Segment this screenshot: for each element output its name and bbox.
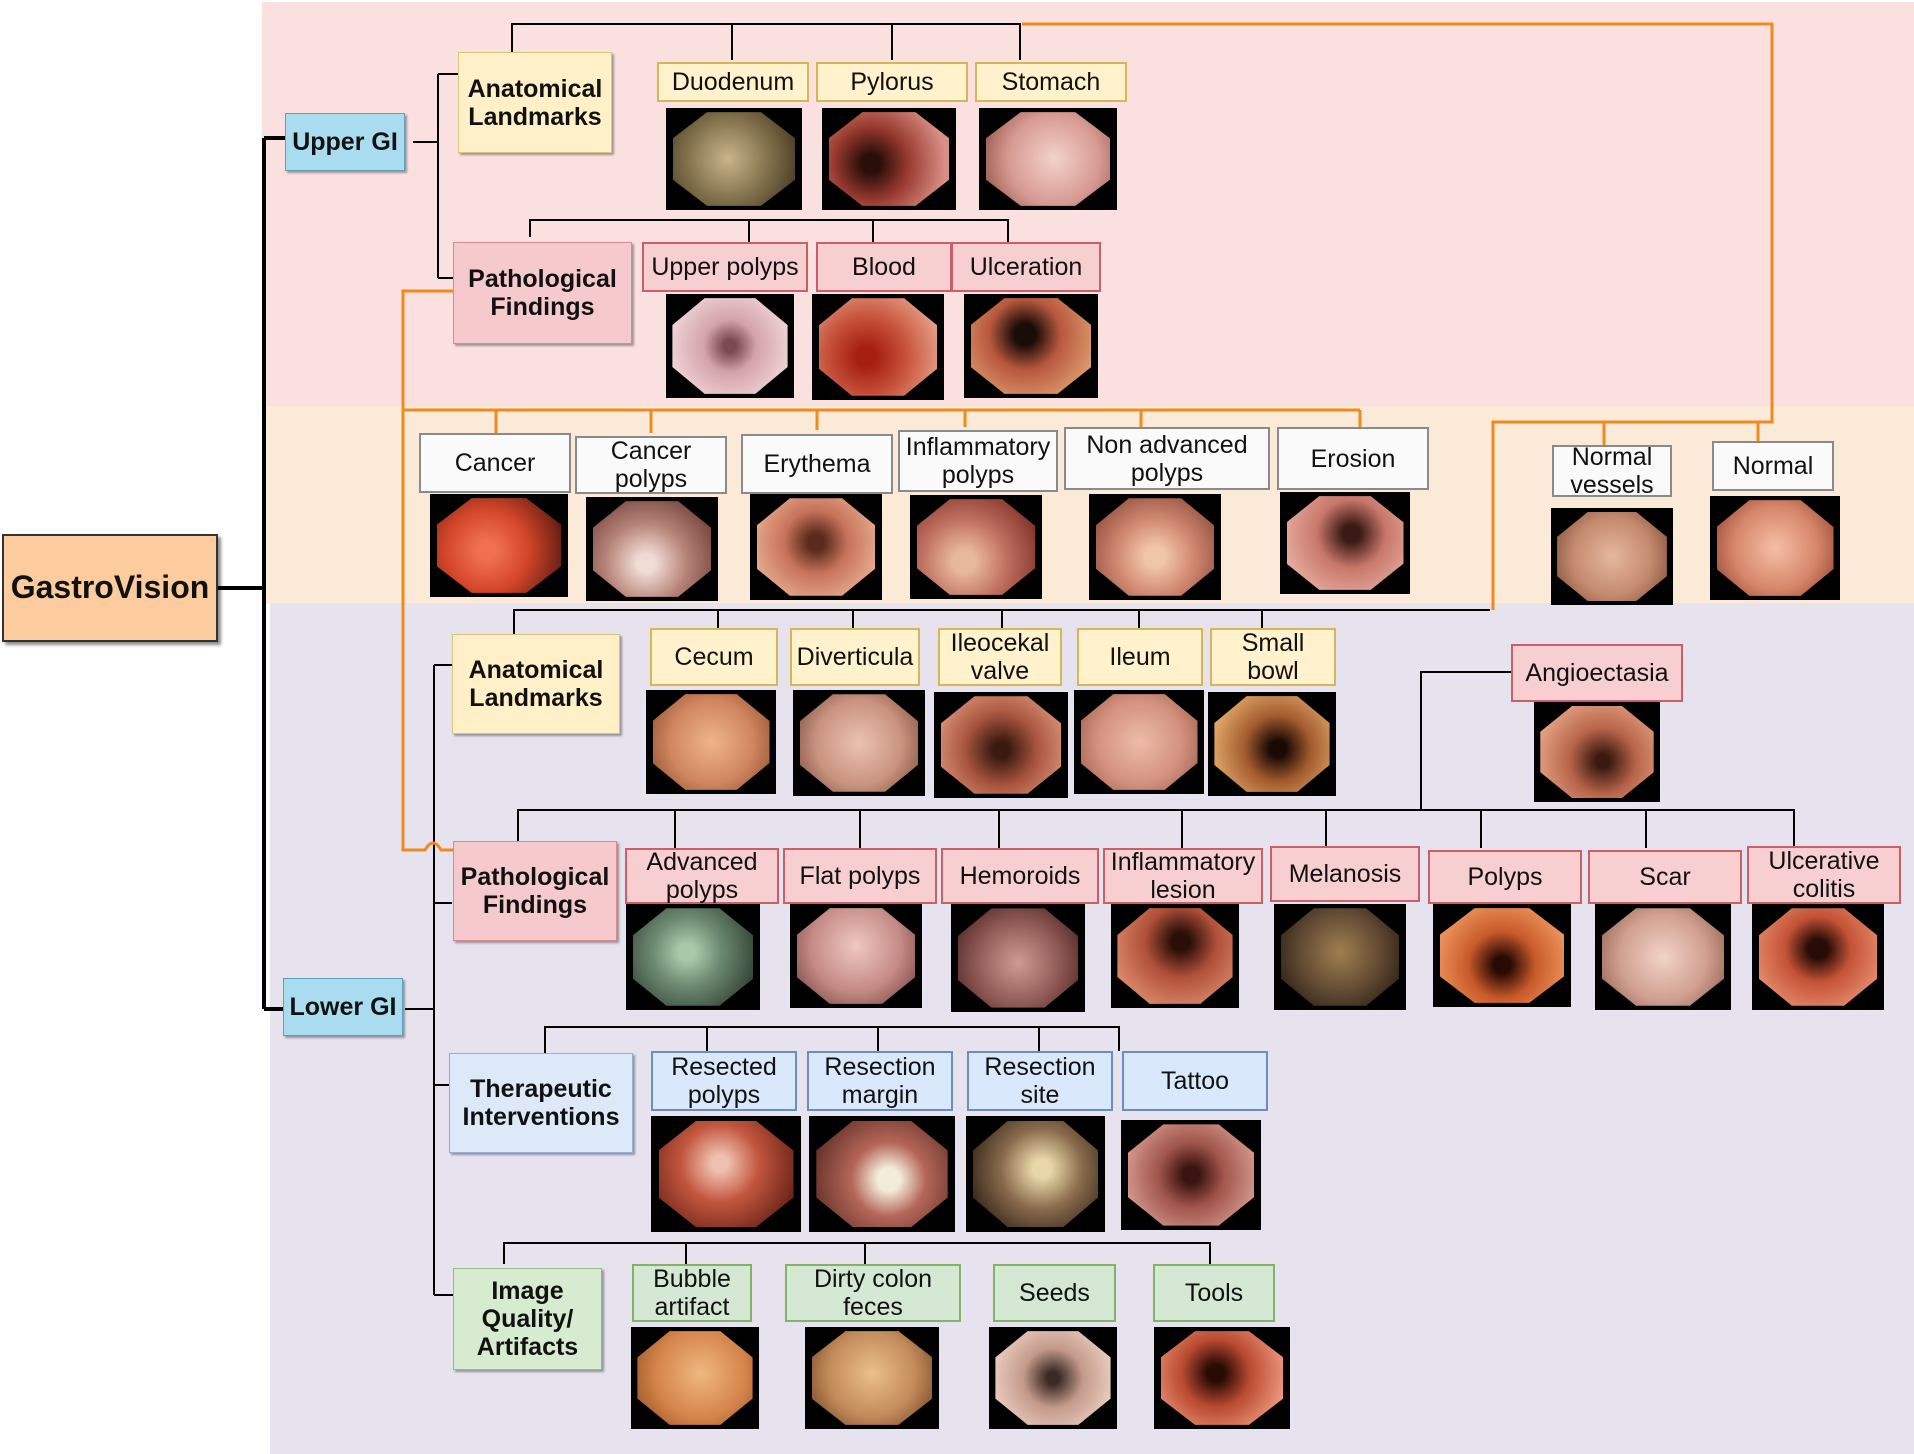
class-label-pylorus: Pylorus [816, 62, 968, 102]
class-label-cancer: Cancer [419, 433, 571, 493]
thumbnail-resection-margin [809, 1116, 955, 1232]
class-label-ileocekal-valve: Ileocekal valve [938, 628, 1062, 686]
class-label-advanced-polyps: Advanced polyps [625, 848, 779, 904]
thumbnail-cancer [430, 494, 568, 597]
thumbnail-inflammatory-lesion [1111, 904, 1239, 1008]
class-label-diverticula: Diverticula [790, 628, 920, 686]
class-label-ulcerative-colitis: Ulcerative colitis [1747, 846, 1901, 904]
gastrovision-root: GastroVision [2, 534, 218, 642]
thumbnail-ileocekal-valve [934, 692, 1068, 798]
upper-anatomical-landmarks-node: Anatomical Landmarks [458, 52, 612, 153]
class-label-stomach: Stomach [975, 62, 1127, 102]
thumbnail-stomach [979, 108, 1117, 210]
thumbnail-upper-polyps [666, 294, 794, 398]
class-label-melanosis: Melanosis [1270, 846, 1420, 902]
thumbnail-melanosis [1274, 904, 1406, 1010]
thumbnail-normal [1710, 496, 1840, 600]
upper-pathological-findings-node: Pathological Findings [453, 242, 632, 344]
lower-pathological-findings-node: Pathological Findings [453, 841, 617, 941]
class-label-upper-polyps: Upper polyps [642, 242, 808, 292]
class-label-flat-polyps: Flat polyps [783, 848, 937, 904]
image-quality-artifacts-node: Image Quality/ Artifacts [453, 1268, 602, 1370]
thumbnail-ulceration [964, 294, 1098, 398]
class-label-non-advanced-polyps: Non advanced polyps [1064, 427, 1270, 490]
class-label-dirty-colon-feces: Dirty colon feces [785, 1264, 961, 1322]
class-label-hemoroids: Hemoroids [941, 848, 1099, 904]
class-label-inflammatory-lesion: Inflammatory lesion [1103, 848, 1263, 904]
thumbnail-small-bowl [1208, 692, 1336, 796]
class-label-angioectasia: Angioectasia [1511, 644, 1683, 702]
class-label-tattoo: Tattoo [1122, 1051, 1268, 1111]
thumbnail-ulcerative-colitis [1752, 904, 1884, 1010]
class-label-inflammatory-polyps: Inflammatory polyps [898, 430, 1058, 492]
thumbnail-inflammatory-polyps [910, 495, 1042, 599]
thumbnail-scar [1595, 904, 1731, 1010]
thumbnail-non-advanced-polyps [1089, 494, 1221, 600]
thumbnail-normal-vessels [1551, 508, 1673, 605]
class-label-seeds: Seeds [993, 1264, 1116, 1322]
thumbnail-tools [1154, 1327, 1290, 1429]
lower-gi-node: Lower GI [283, 978, 403, 1036]
lower-anatomical-landmarks-node: Anatomical Landmarks [452, 634, 620, 734]
thumbnail-advanced-polyps [626, 904, 760, 1010]
thumbnail-blood [812, 294, 944, 400]
thumbnail-erosion [1280, 492, 1410, 594]
class-label-cancer-polyps: Cancer polyps [575, 436, 727, 494]
upper-gi-node: Upper GI [285, 113, 405, 171]
thumbnail-ileum [1074, 690, 1204, 794]
class-label-normal: Normal [1712, 441, 1834, 491]
thumbnail-resected-polyps [651, 1116, 801, 1232]
thumbnail-cancer-polyps [586, 497, 718, 601]
class-label-tools: Tools [1153, 1264, 1275, 1322]
therapeutic-interventions-node: Therapeutic Interventions [449, 1053, 633, 1153]
thumbnail-erythema [750, 494, 882, 600]
class-label-erosion: Erosion [1277, 427, 1429, 490]
class-label-polyps: Polyps [1428, 850, 1582, 904]
class-label-normal-vessels: Normal vessels [1552, 443, 1672, 499]
thumbnail-tattoo [1121, 1120, 1261, 1230]
thumbnail-pylorus [822, 108, 956, 210]
class-label-resection-margin: Resection margin [807, 1051, 953, 1111]
class-label-scar: Scar [1588, 850, 1742, 904]
thumbnail-dirty-colon-feces [805, 1327, 939, 1429]
class-label-bubble-artifact: Bubble artifact [632, 1264, 752, 1322]
thumbnail-diverticula [793, 690, 925, 796]
thumbnail-hemoroids [951, 904, 1085, 1012]
thumbnail-flat-polyps [790, 904, 922, 1008]
class-label-resection-site: Resection site [967, 1051, 1113, 1111]
class-label-ileum: Ileum [1077, 628, 1203, 686]
thumbnail-angioectasia [1534, 702, 1660, 802]
thumbnail-seeds [989, 1327, 1117, 1429]
class-label-duodenum: Duodenum [657, 62, 809, 102]
class-label-resected-polyps: Resected polyps [651, 1051, 797, 1111]
thumbnail-duodenum [666, 108, 802, 210]
thumbnail-bubble-artifact [631, 1327, 759, 1429]
class-label-ulceration: Ulceration [951, 242, 1101, 292]
thumbnail-polyps [1433, 904, 1571, 1007]
class-label-small-bowl: Small bowl [1210, 628, 1336, 686]
class-label-blood: Blood [816, 242, 952, 292]
thumbnail-resection-site [966, 1116, 1105, 1232]
thumbnail-cecum [646, 690, 776, 794]
class-label-cecum: Cecum [650, 628, 778, 686]
class-label-erythema: Erythema [741, 434, 893, 494]
